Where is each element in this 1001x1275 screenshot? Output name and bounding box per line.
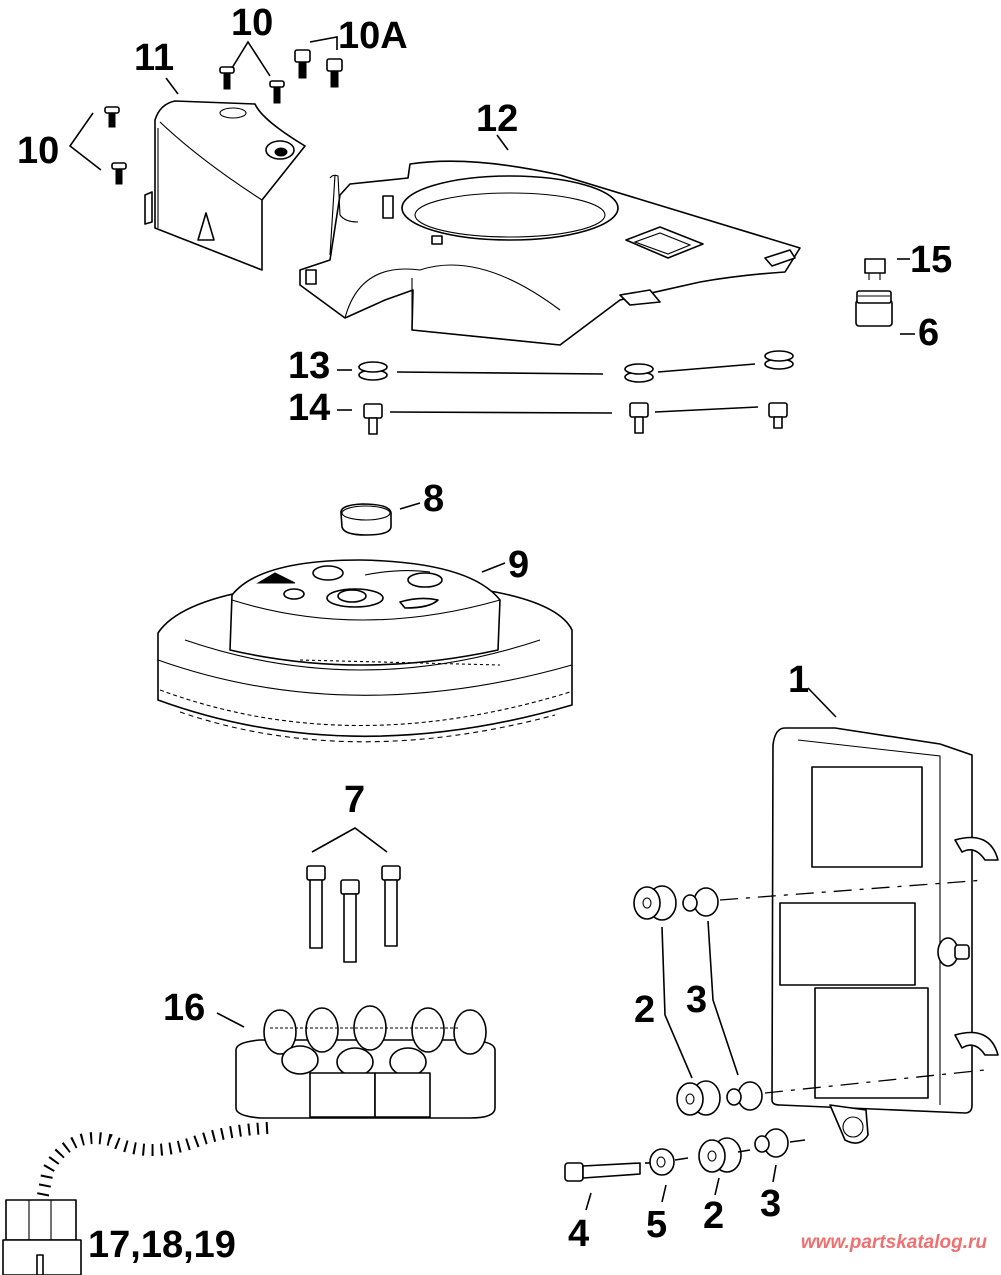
callout-2-lower: 2 — [703, 1195, 724, 1237]
screw-10-left-bottom — [111, 162, 127, 185]
bolt-4 — [564, 1162, 641, 1182]
callout-11: 11 — [134, 37, 174, 79]
leader-10-left — [68, 112, 102, 171]
leader-16 — [216, 1012, 245, 1028]
callout-13: 13 — [288, 345, 330, 387]
sleeve-3-lower — [726, 1081, 763, 1111]
parts-7-screws — [306, 827, 401, 963]
leader-10A — [309, 36, 338, 50]
grommet-2-bottom — [698, 1137, 742, 1173]
grommet-2-upper — [633, 885, 677, 921]
flywheel-ring-gear — [159, 689, 571, 743]
watermark: www.partskatalog.ru — [800, 1232, 987, 1253]
grommet-2-lower — [676, 1080, 721, 1116]
part-17-18-19-connector — [2, 1121, 269, 1275]
screw-10A-left — [294, 49, 311, 79]
leader-2-upper — [661, 926, 693, 1079]
callout-2-upper: 2 — [634, 989, 655, 1031]
leader-3-upper — [707, 920, 739, 1076]
part-11-cover — [144, 77, 306, 271]
screw-10-left-top — [104, 106, 120, 128]
washer-5 — [649, 1148, 675, 1176]
callout-10-left: 10 — [17, 130, 59, 172]
leader-11 — [165, 77, 179, 95]
callout-10A: 10A — [338, 15, 408, 57]
part-16-stator — [216, 1005, 496, 1119]
callout-16: 16 — [163, 987, 205, 1029]
callout-8: 8 — [423, 478, 444, 520]
leader-4 — [585, 1192, 592, 1211]
leader-12 — [496, 134, 509, 151]
screw-10A-right — [326, 58, 343, 88]
leader-7 — [311, 827, 388, 853]
part-15-fuse — [864, 258, 910, 280]
sleeve-3-bottom — [754, 1128, 789, 1158]
part-1-electronic-module — [771, 687, 999, 1144]
part-6-fuse-holder — [855, 290, 915, 335]
callout-5: 5 — [646, 1204, 667, 1246]
part-12-flywheel-cover — [299, 134, 801, 346]
callout-7: 7 — [344, 779, 365, 821]
callout-12: 12 — [476, 98, 518, 140]
callout-3-lower: 3 — [760, 1183, 781, 1225]
sleeve-3-upper — [682, 887, 719, 917]
leader-1 — [807, 687, 837, 718]
callout-15: 15 — [910, 239, 952, 281]
part-9-flywheel — [157, 559, 573, 743]
leader-8 — [399, 502, 421, 510]
leader-5 — [661, 1184, 667, 1203]
parts-14-screws — [337, 402, 788, 435]
leader-3-lower — [772, 1164, 777, 1183]
callout-labels: 10 10A 11 10 12 15 6 13 14 8 9 1 7 16 2 … — [17, 2, 952, 1266]
callout-6: 6 — [918, 312, 939, 354]
mounting-hardware — [564, 879, 986, 1211]
stator-coils — [263, 1005, 487, 1077]
leader-2-lower — [714, 1177, 720, 1196]
screw-10-top-left — [219, 66, 235, 90]
callout-3-upper: 3 — [686, 979, 707, 1021]
parts-13-grommets — [337, 350, 794, 383]
callout-9: 9 — [508, 544, 529, 586]
leader-9 — [481, 562, 506, 573]
callout-1: 1 — [788, 659, 809, 701]
callout-14: 14 — [288, 387, 330, 429]
part-8-flywheel-nut — [340, 502, 421, 536]
callout-17-18-19: 17,18,19 — [88, 1224, 236, 1266]
screws-10 — [68, 36, 343, 185]
leader-10-top — [231, 40, 271, 77]
screw-10-top-right — [269, 80, 285, 104]
callout-10-top: 10 — [231, 2, 273, 44]
callout-4: 4 — [568, 1213, 589, 1255]
